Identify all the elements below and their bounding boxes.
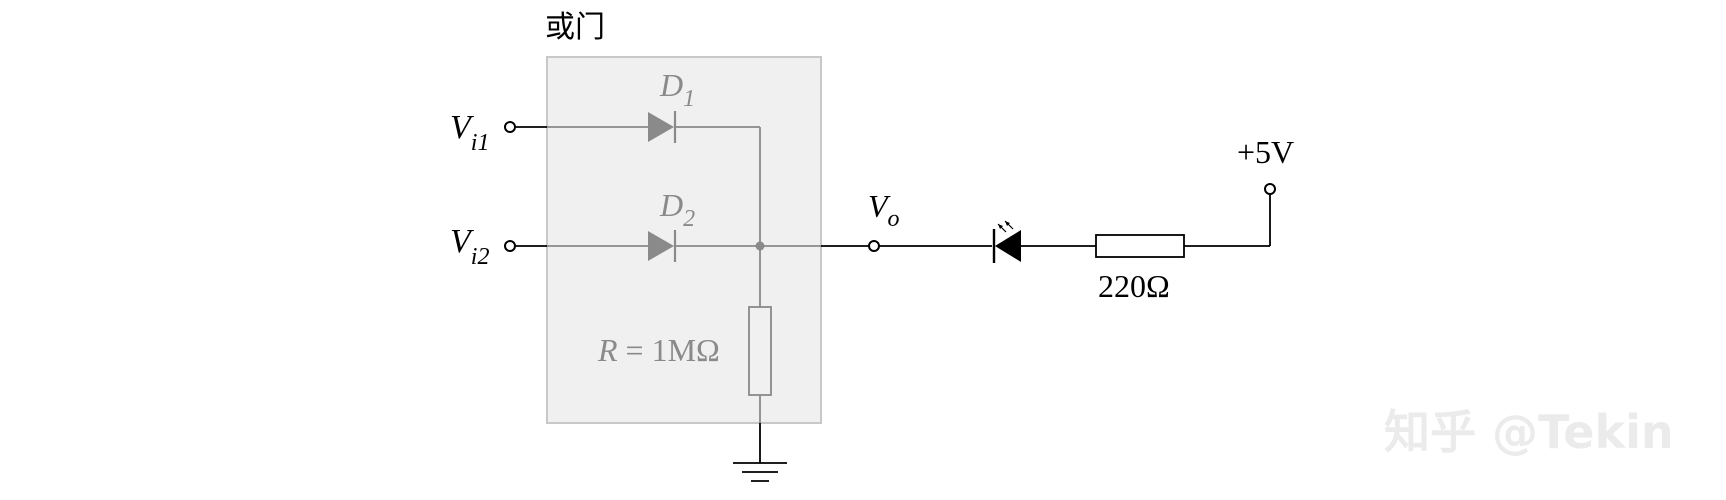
diode-d2-label: D2 [659, 187, 695, 232]
output-terminal [868, 240, 880, 252]
input-2-label: Vi2 [450, 223, 489, 270]
watermark: 知乎 @Tekin [1384, 405, 1674, 459]
input-1-label: Vi1 [450, 109, 489, 156]
ground-icon [733, 462, 787, 482]
gate-title: 或门 [545, 10, 605, 45]
supply-terminal [1264, 183, 1276, 195]
output-label: Vo [868, 188, 900, 232]
supply-label: +5V [1237, 134, 1294, 170]
input-1-terminal [504, 121, 516, 133]
resistor-r-icon [748, 306, 772, 396]
diode-d1-label: D1 [659, 67, 695, 112]
led-icon [992, 220, 1021, 263]
input-2-terminal [504, 240, 516, 252]
resistor-220-icon [1095, 234, 1185, 258]
series-resistor-label: 220Ω [1098, 268, 1170, 304]
or-gate-box [546, 56, 822, 424]
resistor-r-label: R = 1MΩ [597, 332, 720, 368]
